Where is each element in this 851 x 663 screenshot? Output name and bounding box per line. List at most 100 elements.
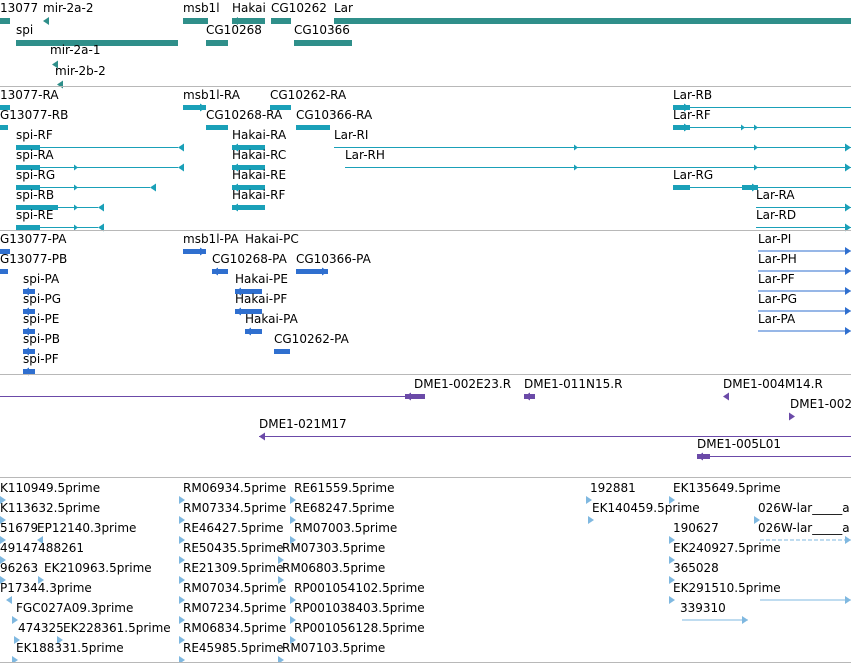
exon-marker bbox=[754, 164, 758, 171]
track-divider bbox=[0, 477, 851, 478]
strand-arrow-icon bbox=[588, 516, 594, 524]
feature-glyph bbox=[345, 163, 851, 172]
feature-label: 51679 bbox=[0, 521, 39, 535]
feature-label: 339310 bbox=[680, 601, 726, 615]
feature-glyph bbox=[212, 267, 228, 276]
feature-glyph bbox=[334, 18, 851, 24]
feature-label: 13077 bbox=[0, 1, 39, 15]
exon-block bbox=[0, 269, 8, 274]
feature-glyph bbox=[183, 18, 208, 24]
feature-label: RP001054102.5prime bbox=[294, 581, 425, 595]
feature-label: RE45985.5prime bbox=[183, 641, 284, 655]
feature-label: Lar-RB bbox=[673, 88, 713, 102]
strand-arrow-icon bbox=[845, 327, 851, 335]
exon-block bbox=[0, 18, 10, 24]
feature-label: Hakai-PC bbox=[245, 232, 299, 246]
exon-block bbox=[183, 249, 206, 254]
feature-glyph bbox=[16, 143, 184, 152]
feature-glyph bbox=[0, 125, 8, 130]
feature-label: Lar-RD bbox=[756, 208, 797, 222]
feature-glyph bbox=[57, 80, 63, 89]
exon-block bbox=[206, 125, 228, 130]
feature-label: 192881 bbox=[590, 481, 636, 495]
feature-label: spi bbox=[16, 23, 34, 37]
feature-label: EK240927.5prime bbox=[673, 541, 781, 555]
feature-label: msb1l-RA bbox=[183, 88, 240, 102]
exon-block bbox=[296, 269, 328, 274]
feature-label: CG10366-PA bbox=[296, 252, 371, 266]
strand-arrow-icon bbox=[697, 452, 703, 461]
feature-label: RE68247.5prime bbox=[294, 501, 395, 515]
feature-label: EK140459.5prime bbox=[592, 501, 700, 515]
strand-arrow-icon bbox=[845, 287, 851, 295]
feature-label: spi-RE bbox=[16, 208, 54, 222]
feature-label: RE46427.5prime bbox=[183, 521, 284, 535]
feature-label: Hakai-RC bbox=[232, 148, 287, 162]
feature-glyph bbox=[183, 247, 206, 256]
feature-glyph bbox=[758, 287, 851, 295]
feature-label: spi-RF bbox=[16, 128, 53, 142]
feature-glyph bbox=[756, 203, 851, 212]
feature-label: Hakai-RA bbox=[232, 128, 287, 142]
feature-label: spi-RG bbox=[16, 168, 56, 182]
strand-arrow-icon bbox=[723, 392, 729, 401]
strand-arrow-icon bbox=[845, 596, 851, 604]
feature-label: msb1l bbox=[183, 1, 220, 15]
feature-label: RM07303.5prime bbox=[282, 541, 386, 555]
feature-glyph bbox=[758, 307, 851, 315]
strand-arrow-icon bbox=[212, 267, 218, 276]
feature-label: EK188331.5prime bbox=[16, 641, 124, 655]
feature-label: Lar-PA bbox=[758, 312, 796, 326]
feature-glyph bbox=[232, 143, 265, 152]
feature-label: DME1-011N15.R bbox=[524, 377, 623, 391]
exon-marker bbox=[574, 144, 578, 151]
strand-arrow-icon bbox=[43, 17, 49, 25]
feature-glyph bbox=[43, 17, 49, 25]
feature-label: Lar-RH bbox=[345, 148, 385, 162]
feature-label: Hakai-PE bbox=[235, 272, 288, 286]
feature-glyph bbox=[232, 203, 265, 212]
feature-label: RE61559.5prime bbox=[294, 481, 395, 495]
feature-label: spi-RB bbox=[16, 188, 55, 202]
feature-label: Hakai-RF bbox=[232, 188, 286, 202]
feature-glyph bbox=[758, 327, 851, 335]
feature-label: mir-2a-2 bbox=[43, 1, 94, 15]
strand-arrow-icon bbox=[245, 327, 251, 336]
feature-label: spi-PF bbox=[23, 352, 59, 366]
strand-arrow-icon bbox=[845, 267, 851, 275]
feature-glyph bbox=[23, 307, 35, 316]
feature-glyph bbox=[183, 103, 206, 112]
strand-arrow-icon bbox=[669, 596, 675, 604]
strand-arrow-icon bbox=[98, 203, 104, 212]
feature-label: spi-PA bbox=[23, 272, 60, 286]
feature-label: Hakai-PF bbox=[235, 292, 288, 306]
feature-glyph bbox=[673, 183, 851, 192]
feature-glyph bbox=[206, 125, 228, 130]
exon-marker bbox=[74, 184, 78, 191]
strand-arrow-icon bbox=[845, 307, 851, 315]
feature-glyph bbox=[673, 123, 851, 132]
exon-block bbox=[271, 18, 291, 24]
strand-arrow-icon bbox=[235, 307, 241, 316]
feature-glyph bbox=[232, 183, 265, 192]
feature-label: EK210963.5prime bbox=[44, 561, 152, 575]
strand-arrow-icon bbox=[742, 616, 748, 624]
feature-label: G13077-PA bbox=[0, 232, 67, 246]
feature-label: 96263 bbox=[0, 561, 39, 575]
feature-label: 13077-RA bbox=[0, 88, 59, 102]
exon-marker bbox=[574, 164, 578, 171]
feature-label: 026W-lar_____a bbox=[758, 521, 850, 535]
feature-label: RM07234.5prime bbox=[183, 601, 287, 615]
feature-label: DME1-021M17 bbox=[259, 417, 347, 431]
feature-label: G13077-RB bbox=[0, 108, 69, 122]
exon-block bbox=[0, 125, 8, 130]
feature-label: Lar-PF bbox=[758, 272, 795, 286]
feature-glyph bbox=[245, 327, 262, 336]
feature-label: 365028 bbox=[673, 561, 719, 575]
feature-glyph bbox=[232, 163, 265, 172]
feature-label: Hakai bbox=[232, 1, 266, 15]
